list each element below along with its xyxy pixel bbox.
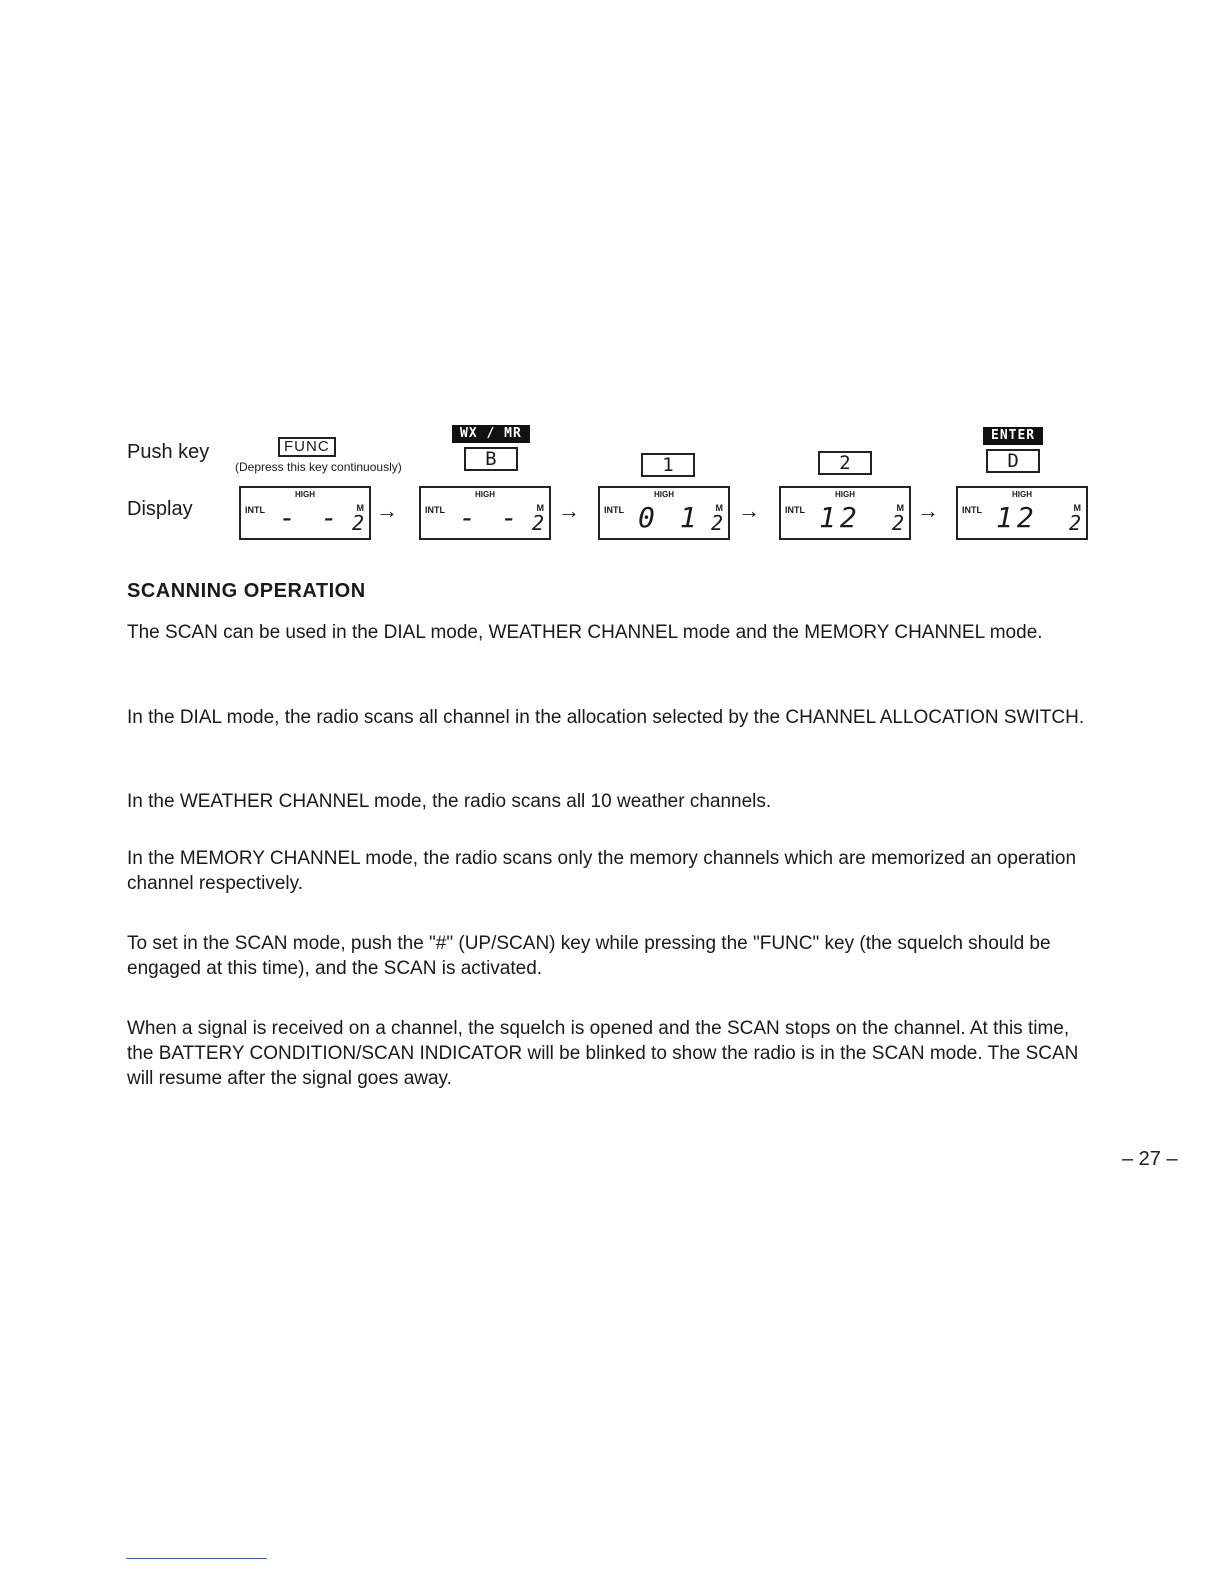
key-step-2: 2 [818, 451, 872, 475]
lcd-intl: INTL [785, 505, 805, 515]
lcd-memory-flag: M [1073, 503, 1082, 513]
lcd-intl: INTL [962, 505, 982, 515]
lcd-display-1: HIGH INTL - - M 2 [239, 486, 371, 540]
paragraph-2: In the DIAL mode, the radio scans all ch… [127, 707, 1085, 728]
lcd-intl: INTL [604, 505, 624, 515]
lcd-digits: 12 [819, 501, 861, 534]
lcd-channel: 2 [1068, 511, 1081, 535]
lcd-memory-flag: M [715, 503, 724, 513]
lcd-display-3: HIGH INTL 0 1 M 2 [598, 486, 730, 540]
display-label: Display [127, 498, 193, 520]
lcd-display-5: HIGH INTL 12 M 2 [956, 486, 1088, 540]
push-key-label: Push key [127, 441, 210, 463]
paragraph-3: In the WEATHER CHANNEL mode, the radio s… [127, 791, 772, 812]
arrow-4: → [917, 498, 939, 523]
paragraph-6: When a signal is received on a channel, … [127, 1018, 1079, 1089]
paragraph-5: To set in the SCAN mode, push the "#" (U… [127, 933, 1051, 979]
lcd-memory-flag: M [536, 503, 545, 513]
lcd-display-4: HIGH INTL 12 M 2 [779, 486, 911, 540]
paragraph-1: The SCAN can be used in the DIAL mode, W… [127, 622, 1043, 643]
lcd-high: HIGH [1012, 490, 1032, 499]
lcd-channel: 2 [531, 511, 544, 535]
key-d: D [986, 449, 1041, 473]
arrow-1: → [376, 498, 398, 523]
lcd-intl: INTL [425, 505, 445, 515]
lcd-channel: 2 [710, 511, 723, 535]
enter-badge: ENTER [983, 427, 1044, 445]
lcd-channel: 2 [351, 511, 364, 535]
key-step-wx-mr: WX / MR B [452, 425, 530, 471]
key-b: B [463, 447, 518, 471]
section-heading: SCANNING OPERATION [127, 580, 366, 602]
paragraph-4: In the MEMORY CHANNEL mode, the radio sc… [127, 848, 1077, 894]
footnote-rule [126, 1558, 267, 1559]
key-step-enter: ENTER D [983, 427, 1044, 473]
lcd-intl: INTL [245, 505, 265, 515]
lcd-digits: - - [279, 501, 342, 534]
arrow-2: → [558, 498, 580, 523]
lcd-high: HIGH [654, 490, 674, 499]
key-step-1: 1 [641, 453, 695, 477]
key-1: 1 [641, 453, 695, 477]
lcd-memory-flag: M [356, 503, 365, 513]
lcd-high: HIGH [295, 490, 315, 499]
depress-note: (Depress this key continuously) [235, 460, 402, 474]
lcd-high: HIGH [835, 490, 855, 499]
func-key: FUNC [278, 437, 336, 457]
wx-mr-badge: WX / MR [452, 425, 530, 443]
page-number: – 27 – [1122, 1148, 1178, 1170]
lcd-memory-flag: M [896, 503, 905, 513]
lcd-high: HIGH [475, 490, 495, 499]
lcd-digits: 12 [996, 501, 1038, 534]
key-2: 2 [818, 451, 872, 475]
lcd-channel: 2 [891, 511, 904, 535]
lcd-display-2: HIGH INTL - - M 2 [419, 486, 551, 540]
arrow-3: → [738, 498, 760, 523]
lcd-digits: - - [459, 501, 522, 534]
lcd-digits: 0 1 [638, 501, 701, 534]
